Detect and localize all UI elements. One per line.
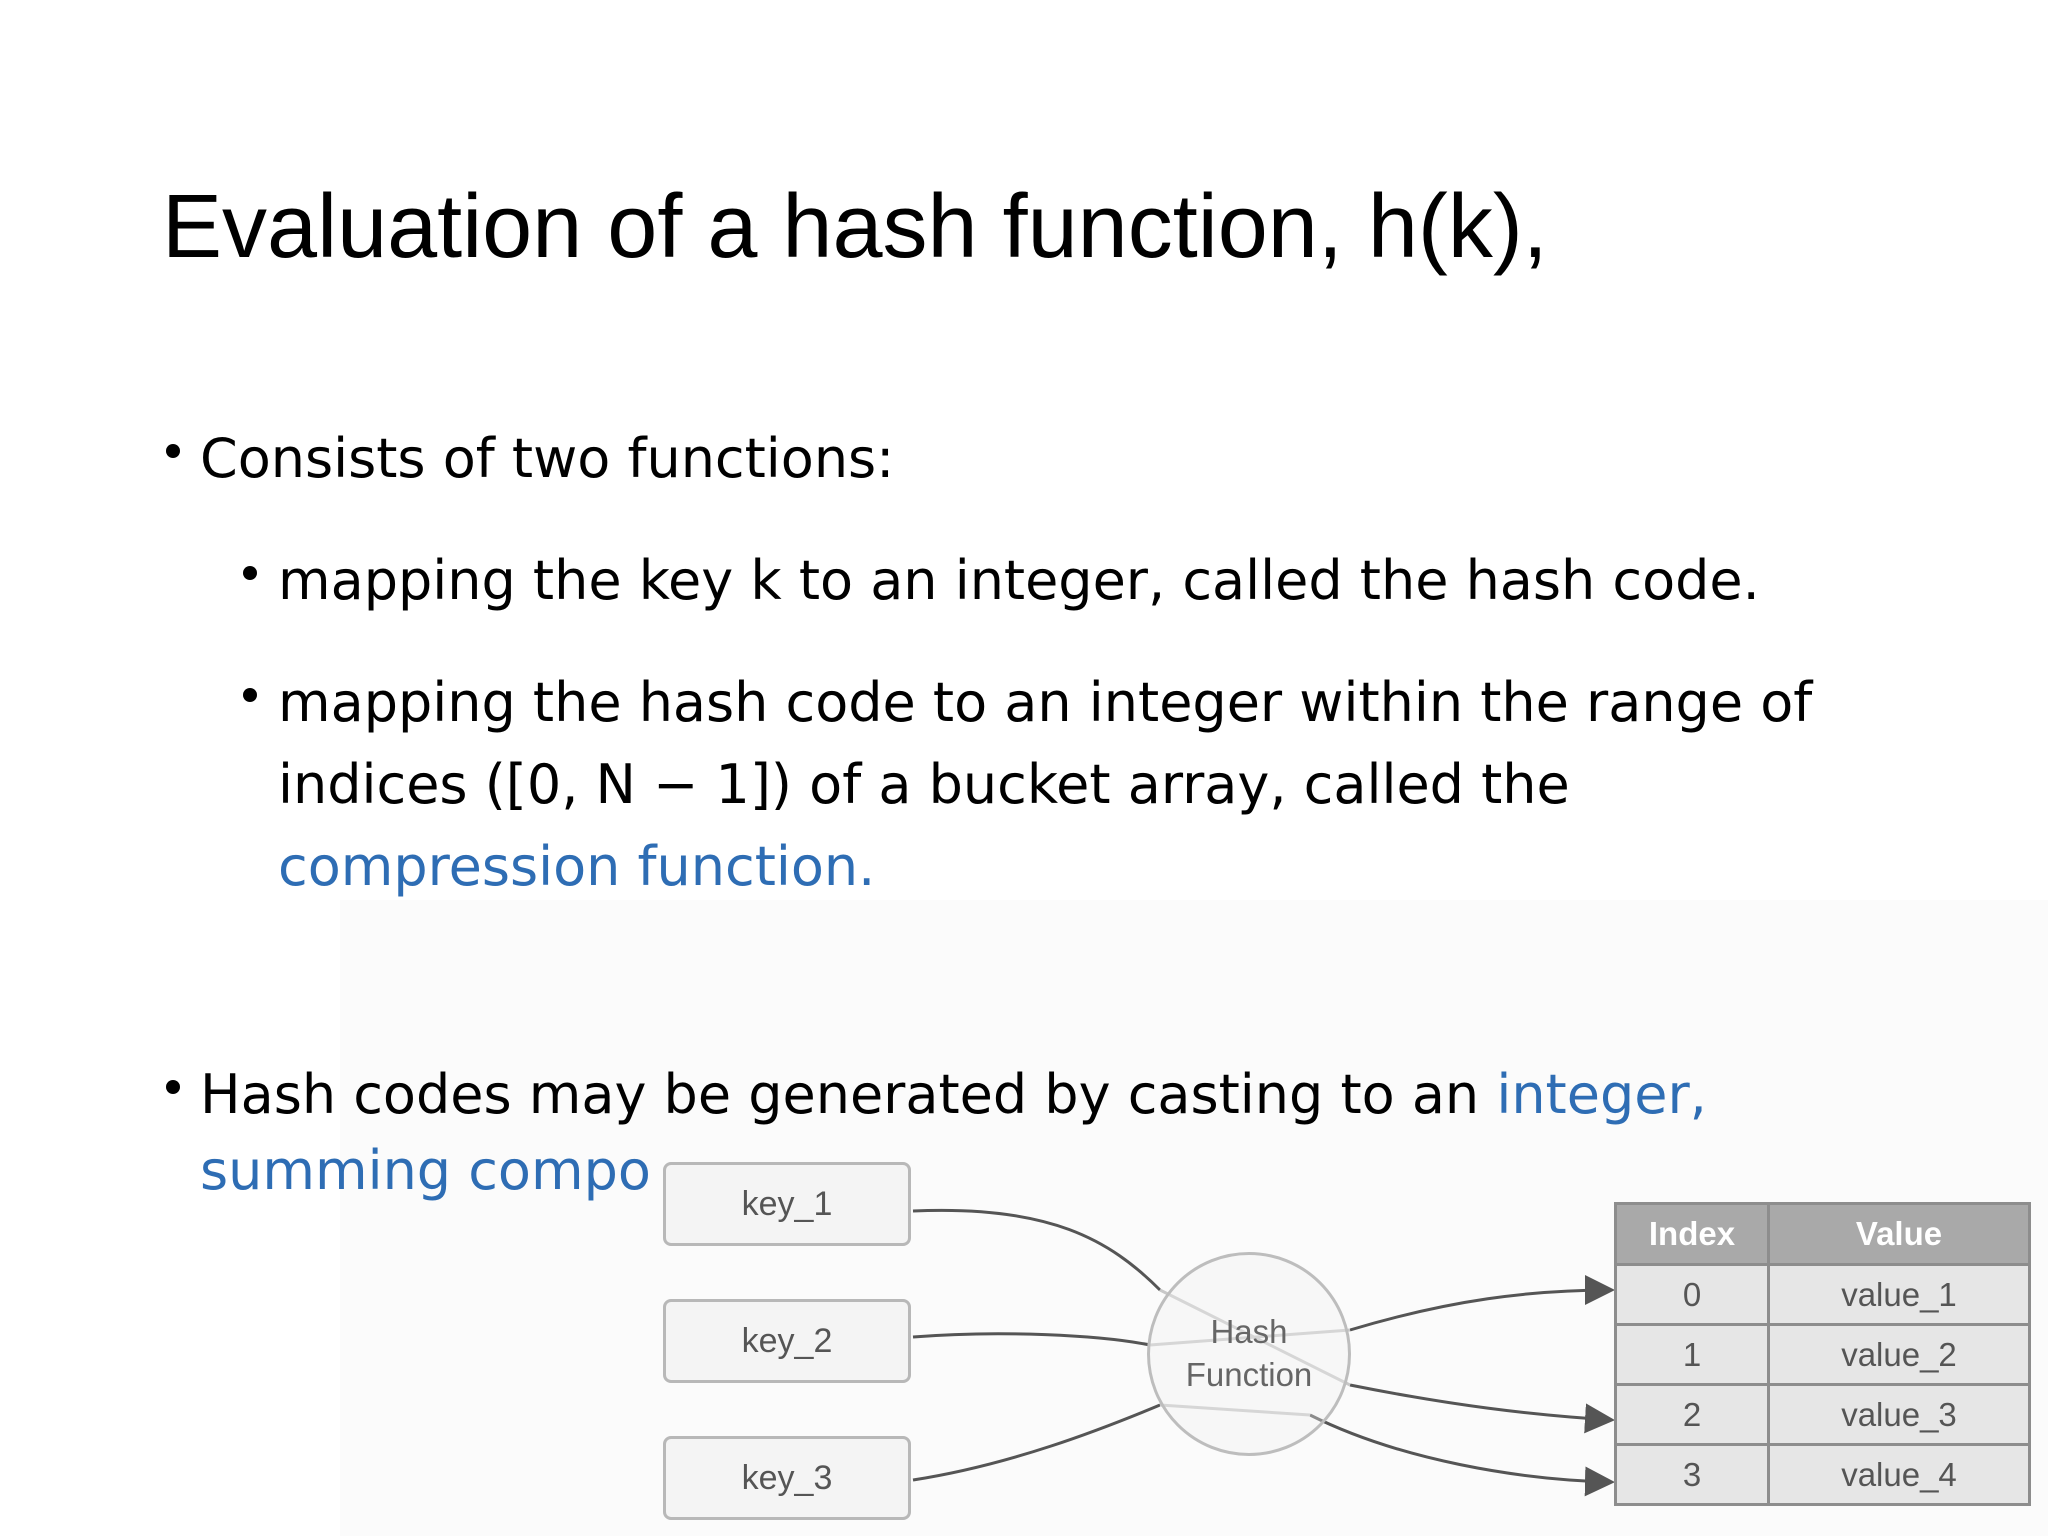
compression-function-text: compression function.	[278, 835, 876, 898]
slide-title: Evaluation of a hash function, h(k),	[162, 177, 1548, 277]
index-cell: 1	[1614, 1323, 1770, 1386]
bullet-consists: Consists of two functions:	[200, 427, 895, 490]
sub-bullet-dot	[243, 688, 257, 702]
index-cell: 0	[1614, 1263, 1770, 1326]
key-box-1: key_1	[663, 1162, 911, 1246]
table-header-row: Index Value	[1614, 1202, 2031, 1266]
key-box-3: key_3	[663, 1436, 911, 1520]
bullet-dot	[166, 444, 180, 458]
bullet-dot	[166, 1080, 180, 1094]
function-label: Function	[1185, 1356, 1313, 1393]
key-box-2: key_2	[663, 1299, 911, 1383]
header-value: Value	[1767, 1202, 2031, 1266]
table-row: 2 value_3	[1614, 1383, 2031, 1446]
sub-bullet-hash-code: mapping the key k to an integer, called …	[278, 549, 1760, 612]
hash-label: Hash	[1210, 1313, 1288, 1351]
value-cell: value_2	[1767, 1323, 2031, 1386]
index-cell: 3	[1614, 1443, 1770, 1506]
value-cell: value_3	[1767, 1383, 2031, 1446]
table-row: 1 value_2	[1614, 1323, 2031, 1386]
sub-bullet-dot	[243, 566, 257, 580]
bucket-array-table: Index Value 0 value_1 1 value_2 2 value_…	[1614, 1202, 2031, 1506]
index-cell: 2	[1614, 1383, 1770, 1446]
summing-components-text: summing compo	[200, 1139, 651, 1202]
hash-codes-text: Hash codes may be generated by casting t…	[200, 1063, 1497, 1126]
sub-bullet-compression-line2: indices ([0, N − 1]) of a bucket array, …	[278, 753, 1570, 816]
table-row: 0 value_1	[1614, 1263, 2031, 1326]
bullet-hash-codes: Hash codes may be generated by casting t…	[200, 1068, 1707, 1122]
table-row: 3 value_4	[1614, 1443, 2031, 1506]
integer-text: integer,	[1496, 1063, 1707, 1126]
value-cell: value_4	[1767, 1443, 2031, 1506]
hash-function-node: Hash Function	[1147, 1252, 1351, 1456]
header-index: Index	[1614, 1202, 1770, 1266]
value-cell: value_1	[1767, 1263, 2031, 1326]
sub-bullet-compression-line1: mapping the hash code to an integer with…	[278, 671, 1813, 734]
